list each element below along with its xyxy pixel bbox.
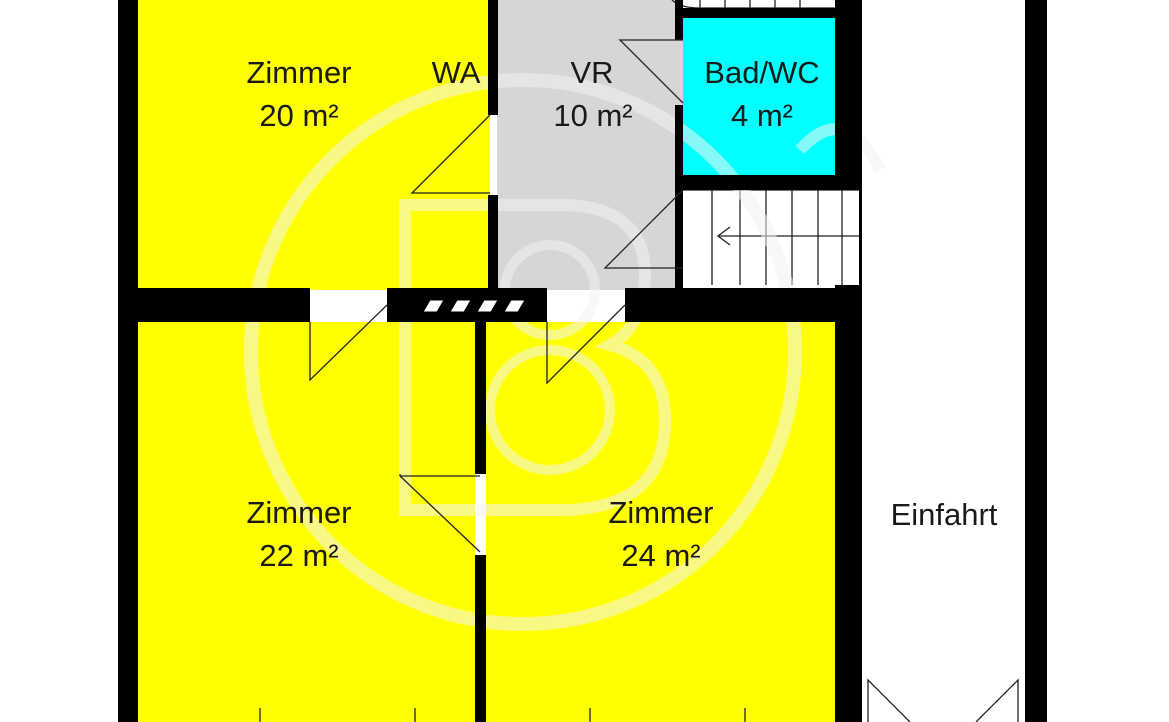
- label-wa: WA: [432, 55, 481, 90]
- top-steps: [671, 0, 835, 9]
- label-zimmer-right-name: Zimmer: [608, 495, 713, 530]
- label-bad-wc-name: Bad/WC: [704, 55, 819, 90]
- label-zimmer-left-area: 22 m²: [259, 538, 338, 573]
- label-zimmer-top-name: Zimmer: [246, 55, 351, 90]
- label-zimmer-top-area: 20 m²: [259, 98, 338, 133]
- label-vr-area: 10 m²: [553, 98, 632, 133]
- door-swings: [259, 39, 1019, 722]
- label-zimmer-left-name: Zimmer: [246, 495, 351, 530]
- chimney-vents: [422, 299, 526, 313]
- room-zimmer-top: [138, 0, 490, 290]
- label-vr-name: VR: [570, 55, 613, 90]
- label-bad-wc-area: 4 m²: [731, 98, 793, 133]
- room-vr: [497, 0, 683, 290]
- staircase: [683, 189, 859, 285]
- b-logo-watermark-icon: [244, 73, 886, 631]
- label-zimmer-right-area: 24 m²: [621, 538, 700, 573]
- label-einfahrt: Einfahrt: [891, 497, 998, 532]
